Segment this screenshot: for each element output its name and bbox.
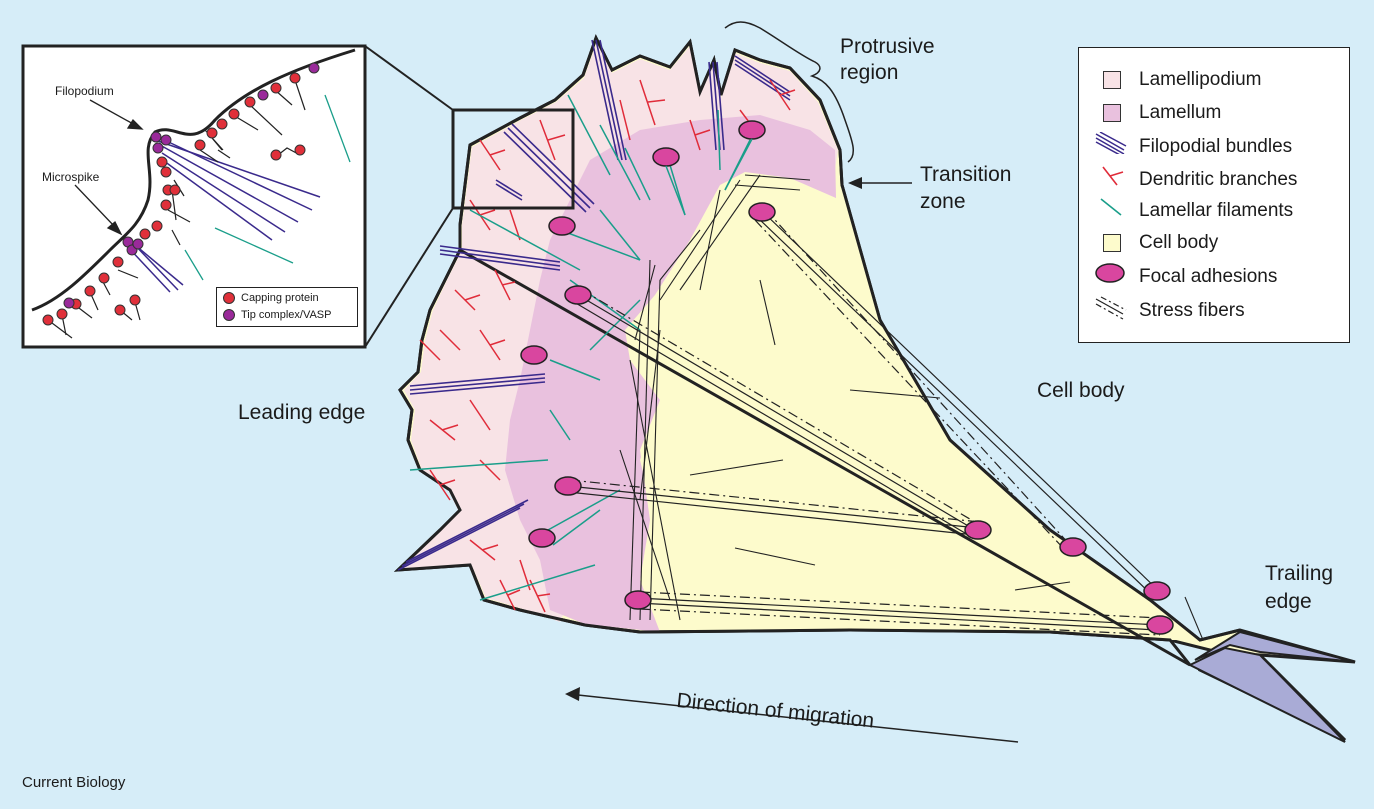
legend-label: Stress fibers xyxy=(1139,300,1245,321)
transition-zone-label-1: Transition xyxy=(920,163,1012,186)
inset-key: Capping protein Tip complex/VASP xyxy=(216,287,358,327)
leading-edge-label: Leading edge xyxy=(238,401,366,424)
square-icon xyxy=(1103,71,1121,89)
focal-adhesion xyxy=(1143,581,1171,601)
migration-arrow xyxy=(565,687,1019,743)
focal-adhesion xyxy=(738,120,766,140)
parallel-lines-icon xyxy=(1095,132,1127,154)
trailing-tail-lower xyxy=(1187,646,1346,743)
dendritic-branches xyxy=(419,79,796,613)
actin-arcs xyxy=(619,174,1204,641)
legend-label: Lamellipodium xyxy=(1139,69,1262,90)
adhesion-filaments xyxy=(552,138,753,546)
square-icon xyxy=(1103,234,1121,252)
focal-adhesion xyxy=(528,528,556,548)
legend-item: Lamellar filaments xyxy=(1093,196,1293,226)
filopodial-bundle xyxy=(591,39,627,161)
legend-label: Dendritic branches xyxy=(1139,169,1298,190)
focal-adhesion xyxy=(564,285,592,305)
branch-icon xyxy=(1102,166,1124,186)
cell-body-region xyxy=(625,172,1200,640)
legend-label: Lamellum xyxy=(1139,102,1222,123)
focal-adhesion xyxy=(624,590,652,610)
line-icon xyxy=(1100,198,1122,216)
filopodium-label: Filopodium xyxy=(55,84,114,98)
legend-label: Lamellar filaments xyxy=(1139,200,1294,221)
ellipse-icon xyxy=(1095,263,1125,283)
inset-lamellar xyxy=(184,94,351,281)
cell-outline-stroke xyxy=(393,34,1241,667)
lamellum-region xyxy=(505,115,836,632)
transition-arrow xyxy=(848,177,912,189)
focal-adhesion xyxy=(748,202,776,222)
focal-adhesions xyxy=(520,120,1174,635)
legend-item: Filopodial bundles xyxy=(1093,132,1292,162)
trailing-edge-label-1: Trailing xyxy=(1265,562,1334,585)
credit-label: Current Biology xyxy=(22,774,126,791)
legend-item: Dendritic branches xyxy=(1093,165,1297,195)
legend-item: Stress fibers xyxy=(1093,296,1245,326)
zoom-box xyxy=(451,108,575,210)
inset-key-row: Capping protein xyxy=(223,292,319,304)
capping-protein-icon xyxy=(223,292,235,304)
legend-label: Cell body xyxy=(1139,232,1219,253)
focal-adhesion xyxy=(652,147,680,167)
filopodial-bundle xyxy=(495,179,523,201)
focal-adhesion xyxy=(1146,615,1174,635)
inset-key-row: Tip complex/VASP xyxy=(223,309,331,321)
protrusive-bracket xyxy=(724,21,855,163)
filopodial-bundle xyxy=(397,499,529,571)
focal-adhesion xyxy=(964,520,992,540)
inset-content xyxy=(31,48,356,339)
focal-adhesion xyxy=(554,476,582,496)
filopodial-bundle xyxy=(409,373,546,395)
cell-body-label: Cell body xyxy=(1037,379,1125,402)
inset-arrows xyxy=(74,99,144,236)
legend-item: Lamellipodium xyxy=(1093,65,1262,95)
filopodial-bundle xyxy=(439,245,561,271)
focal-adhesion xyxy=(1059,537,1087,557)
legend-label: Focal adhesions xyxy=(1139,266,1278,287)
focal-adhesion xyxy=(548,216,576,236)
legend-item: Lamellum xyxy=(1093,98,1221,128)
legend-item: Cell body xyxy=(1093,228,1218,258)
inset-capping-proteins xyxy=(42,72,306,326)
tip-complex-icon xyxy=(223,309,235,321)
legend-item: Focal adhesions xyxy=(1093,262,1277,292)
dashed-lines-icon xyxy=(1095,296,1127,320)
microspike-label: Microspike xyxy=(42,170,100,184)
stress-fibers xyxy=(567,209,1161,636)
legend-label: Filopodial bundles xyxy=(1139,136,1293,157)
inset-key-label: Tip complex/VASP xyxy=(241,309,332,321)
focal-adhesion xyxy=(520,345,548,365)
inset-key-label: Capping protein xyxy=(241,292,319,304)
legend: Lamellipodium Lamellum Filopodial bundle… xyxy=(1078,47,1350,343)
protrusive-region-label-2: region xyxy=(840,61,899,84)
square-icon xyxy=(1103,104,1121,122)
transition-zone-label-2: zone xyxy=(920,190,966,213)
protrusive-region-label-1: Protrusive xyxy=(840,35,935,58)
trailing-edge-label-2: edge xyxy=(1265,590,1312,613)
inset-membrane xyxy=(31,48,356,312)
inset-tip-complexes xyxy=(63,62,320,309)
